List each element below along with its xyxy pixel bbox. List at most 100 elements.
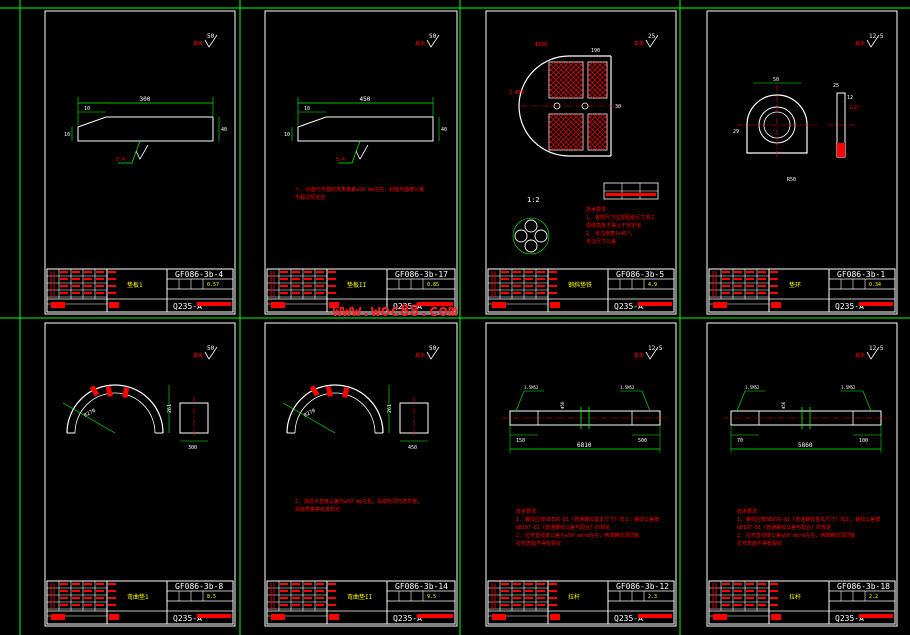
title-block-fill — [537, 597, 545, 599]
hatch-line — [552, 113, 584, 145]
title-block-fill — [60, 292, 68, 294]
part-name: 垫板1 — [127, 281, 143, 289]
hatch-line — [548, 61, 555, 68]
title-block-fill — [549, 285, 557, 287]
technical-note: GB197-81《普通螺纹公差与配合》的规定 — [516, 524, 610, 531]
technical-note: 1. 各部尺寸应按图纸尺寸加工 — [586, 214, 655, 221]
title-block-fill — [549, 597, 557, 599]
disc-outline — [518, 55, 570, 157]
title-block-fill — [722, 583, 730, 585]
dimension-length: 300 — [140, 96, 151, 103]
title-block-fill — [734, 285, 742, 287]
material: Q235-A — [393, 614, 422, 623]
title-block-fill — [292, 285, 300, 287]
technical-note: 焊缝质量等级按规定 — [295, 506, 340, 513]
title-block-fill — [72, 292, 80, 294]
title-block-fill — [108, 285, 116, 287]
weld-mark — [89, 385, 100, 397]
title-block-fill — [525, 271, 533, 273]
sheet-frame — [485, 10, 677, 315]
title-block-fill — [328, 597, 336, 599]
roughness-value: 50 — [429, 345, 437, 352]
hatch-line — [572, 113, 584, 125]
hatch-line — [548, 87, 560, 99]
title-block-fill — [758, 604, 766, 606]
title-block — [487, 580, 675, 625]
material: Q235-A — [614, 302, 643, 311]
hatch-line — [548, 113, 555, 120]
title-block-fill — [304, 583, 312, 585]
title-block-fill — [72, 278, 80, 280]
hatch-line — [587, 119, 608, 140]
hatch-line — [548, 113, 575, 140]
title-block-fill — [746, 292, 754, 294]
title-block-fill — [304, 590, 312, 592]
title-block-fill — [501, 292, 509, 294]
roughness-note: 其余 — [193, 40, 203, 47]
thread-label-right: 1.5M52 — [841, 385, 856, 390]
weld-mark — [325, 386, 333, 397]
ring-side-hatch — [837, 143, 845, 157]
title-block-fill — [292, 590, 300, 592]
title-block-fill — [537, 604, 545, 606]
title-block-fill — [280, 583, 288, 585]
technical-note: 焊缝高度不得小于规定值 — [586, 222, 641, 229]
title-block-fill — [328, 604, 336, 606]
weld-mark — [122, 387, 130, 398]
title-block-fill — [280, 271, 288, 273]
hatch-boundary — [548, 113, 584, 151]
title-block-fill — [549, 278, 557, 280]
title-block-fill — [109, 302, 119, 308]
part-name: 拉杆 — [789, 593, 801, 601]
dimension-width: 450 — [408, 445, 417, 451]
technical-note: 2. 拉杆直线度公差±50′mm/m左右，两端螺纹须同轴 — [737, 532, 855, 539]
title-block-fill — [328, 278, 336, 280]
roughness-symbol-icon — [866, 34, 880, 48]
title-block-fill — [60, 271, 68, 273]
hatched-pad-upper-right — [587, 61, 608, 99]
title-block — [46, 268, 234, 313]
hatch-line — [587, 124, 608, 145]
roughness-note: 其余 — [634, 352, 644, 359]
title-block-fill — [84, 583, 92, 585]
title-block-fill — [108, 292, 116, 294]
title-block-fill — [417, 302, 453, 306]
material: Q235-A — [173, 614, 202, 623]
drawing-number: GF086-3b-8 — [175, 582, 223, 591]
title-block-fill — [84, 604, 92, 606]
title-block-fill — [513, 583, 521, 585]
hatch-line — [572, 139, 584, 151]
hatch-line — [587, 72, 608, 93]
title-block-fill — [722, 278, 730, 280]
hatch-line — [548, 113, 580, 145]
technical-note: 2. 未注倒角1x45°， — [586, 230, 635, 237]
title-block-fill — [304, 271, 312, 273]
title-block-fill — [525, 292, 533, 294]
leader-line — [338, 140, 361, 164]
title-block-fill — [197, 614, 231, 618]
title-block — [487, 268, 675, 313]
hatch-line — [596, 113, 608, 125]
hatch-line — [548, 134, 565, 151]
arc-outline — [66, 384, 164, 434]
drawing-number: GF086-3b-5 — [616, 270, 664, 279]
title-block-fill — [304, 597, 312, 599]
title-block-fill — [316, 597, 324, 599]
technical-note: 1. 螺纹应按GB196-81《普通螺纹基本尺寸》加工，螺纹公差按 — [516, 516, 659, 523]
title-block-fill — [513, 590, 521, 592]
dimension-height: 40 — [221, 127, 227, 133]
hatch-line — [587, 114, 608, 135]
hatch-line — [552, 67, 584, 99]
title-block-fill — [96, 604, 104, 606]
title-block-fill — [771, 614, 781, 620]
sheet-frame — [44, 322, 236, 627]
roughness-value: 12.5 — [869, 345, 884, 352]
leader-line — [736, 390, 765, 412]
title-block-fill — [60, 285, 68, 287]
technical-note: 未注尺寸公差 — [586, 238, 616, 245]
technical-note: 拉杆表面不得有裂纹 — [737, 540, 782, 547]
title-block-fill — [770, 604, 778, 606]
hatched-pad-lower-right — [587, 113, 608, 151]
title-block-fill — [770, 292, 778, 294]
